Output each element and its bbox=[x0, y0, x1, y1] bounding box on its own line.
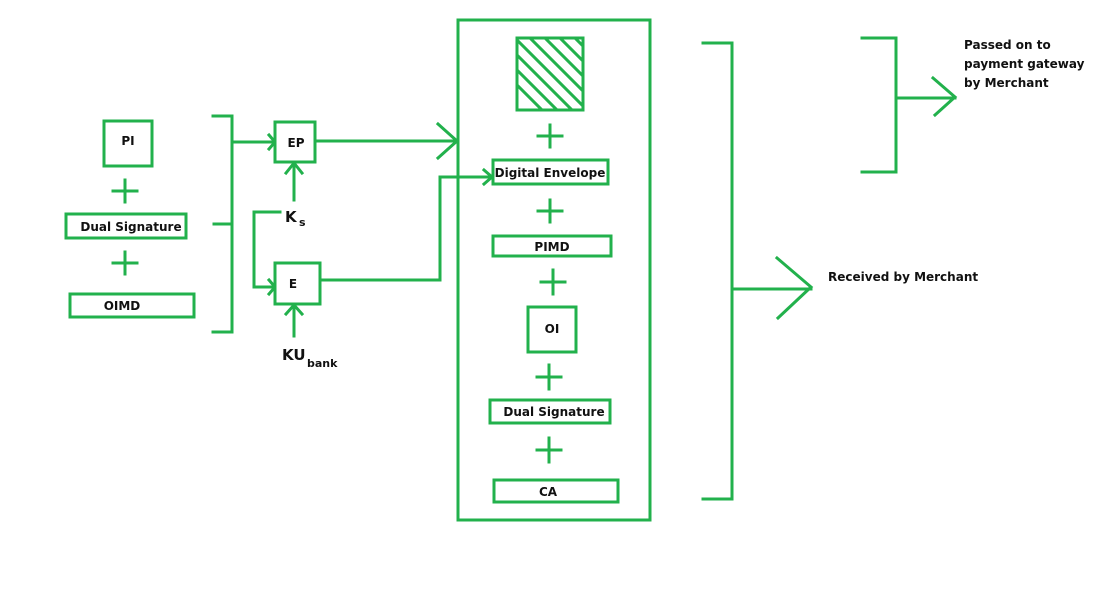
dual-signature-label-left: Dual Signature bbox=[80, 220, 181, 234]
pi-label: PI bbox=[121, 134, 134, 148]
arrowhead bbox=[283, 302, 305, 317]
gateway-label-line2: payment gateway bbox=[964, 57, 1085, 71]
ks-subscript: s bbox=[299, 216, 306, 229]
pimd-box: PIMD bbox=[491, 234, 613, 258]
ca-label: CA bbox=[539, 485, 558, 499]
plus-sign bbox=[535, 363, 563, 391]
e-box: E bbox=[273, 261, 322, 306]
arrowhead bbox=[930, 75, 958, 118]
ca-box: CA bbox=[492, 478, 620, 504]
ep-label: EP bbox=[288, 136, 305, 150]
plus-sign bbox=[536, 123, 564, 149]
merchant-bracket bbox=[701, 41, 734, 501]
plus-sign bbox=[111, 178, 139, 204]
arrowhead bbox=[774, 255, 814, 321]
arrowhead bbox=[283, 160, 305, 176]
ep-box: EP bbox=[273, 120, 317, 164]
pi-box: PI bbox=[102, 119, 154, 168]
e-label: E bbox=[289, 277, 297, 291]
ks-label: K bbox=[285, 208, 298, 226]
oi-box: OI bbox=[526, 305, 578, 354]
digital-envelope-label: Digital Envelope bbox=[495, 166, 606, 180]
dual-signature-label-center: Dual Signature bbox=[503, 405, 604, 419]
kubank-label: KU bbox=[282, 346, 306, 364]
dual-signature-box-left: Dual Signature bbox=[64, 212, 188, 240]
oi-label: OI bbox=[545, 322, 560, 336]
kubank-subscript: bank bbox=[307, 357, 338, 370]
oimd-label: OIMD bbox=[104, 299, 141, 313]
digital-envelope-box: Digital Envelope bbox=[491, 158, 610, 186]
gateway-bracket bbox=[860, 36, 898, 174]
e-to-envelope-arrow bbox=[320, 175, 494, 282]
plus-sign bbox=[535, 436, 563, 464]
gateway-label-line1: Passed on to bbox=[964, 38, 1051, 52]
pimd-label: PIMD bbox=[534, 240, 569, 254]
plus-sign bbox=[536, 198, 564, 224]
oimd-box: OIMD bbox=[68, 292, 196, 319]
gateway-label-line3: by Merchant bbox=[964, 76, 1049, 90]
ks-to-e-line bbox=[252, 210, 282, 289]
hatch-pattern bbox=[517, 38, 583, 110]
hatched-encrypted-box bbox=[515, 36, 585, 112]
received-by-merchant-label: Received by Merchant bbox=[828, 270, 978, 284]
center-container bbox=[456, 18, 652, 522]
plus-sign bbox=[111, 250, 139, 276]
plus-sign bbox=[539, 268, 567, 296]
dual-signature-box-center: Dual Signature bbox=[488, 398, 612, 425]
